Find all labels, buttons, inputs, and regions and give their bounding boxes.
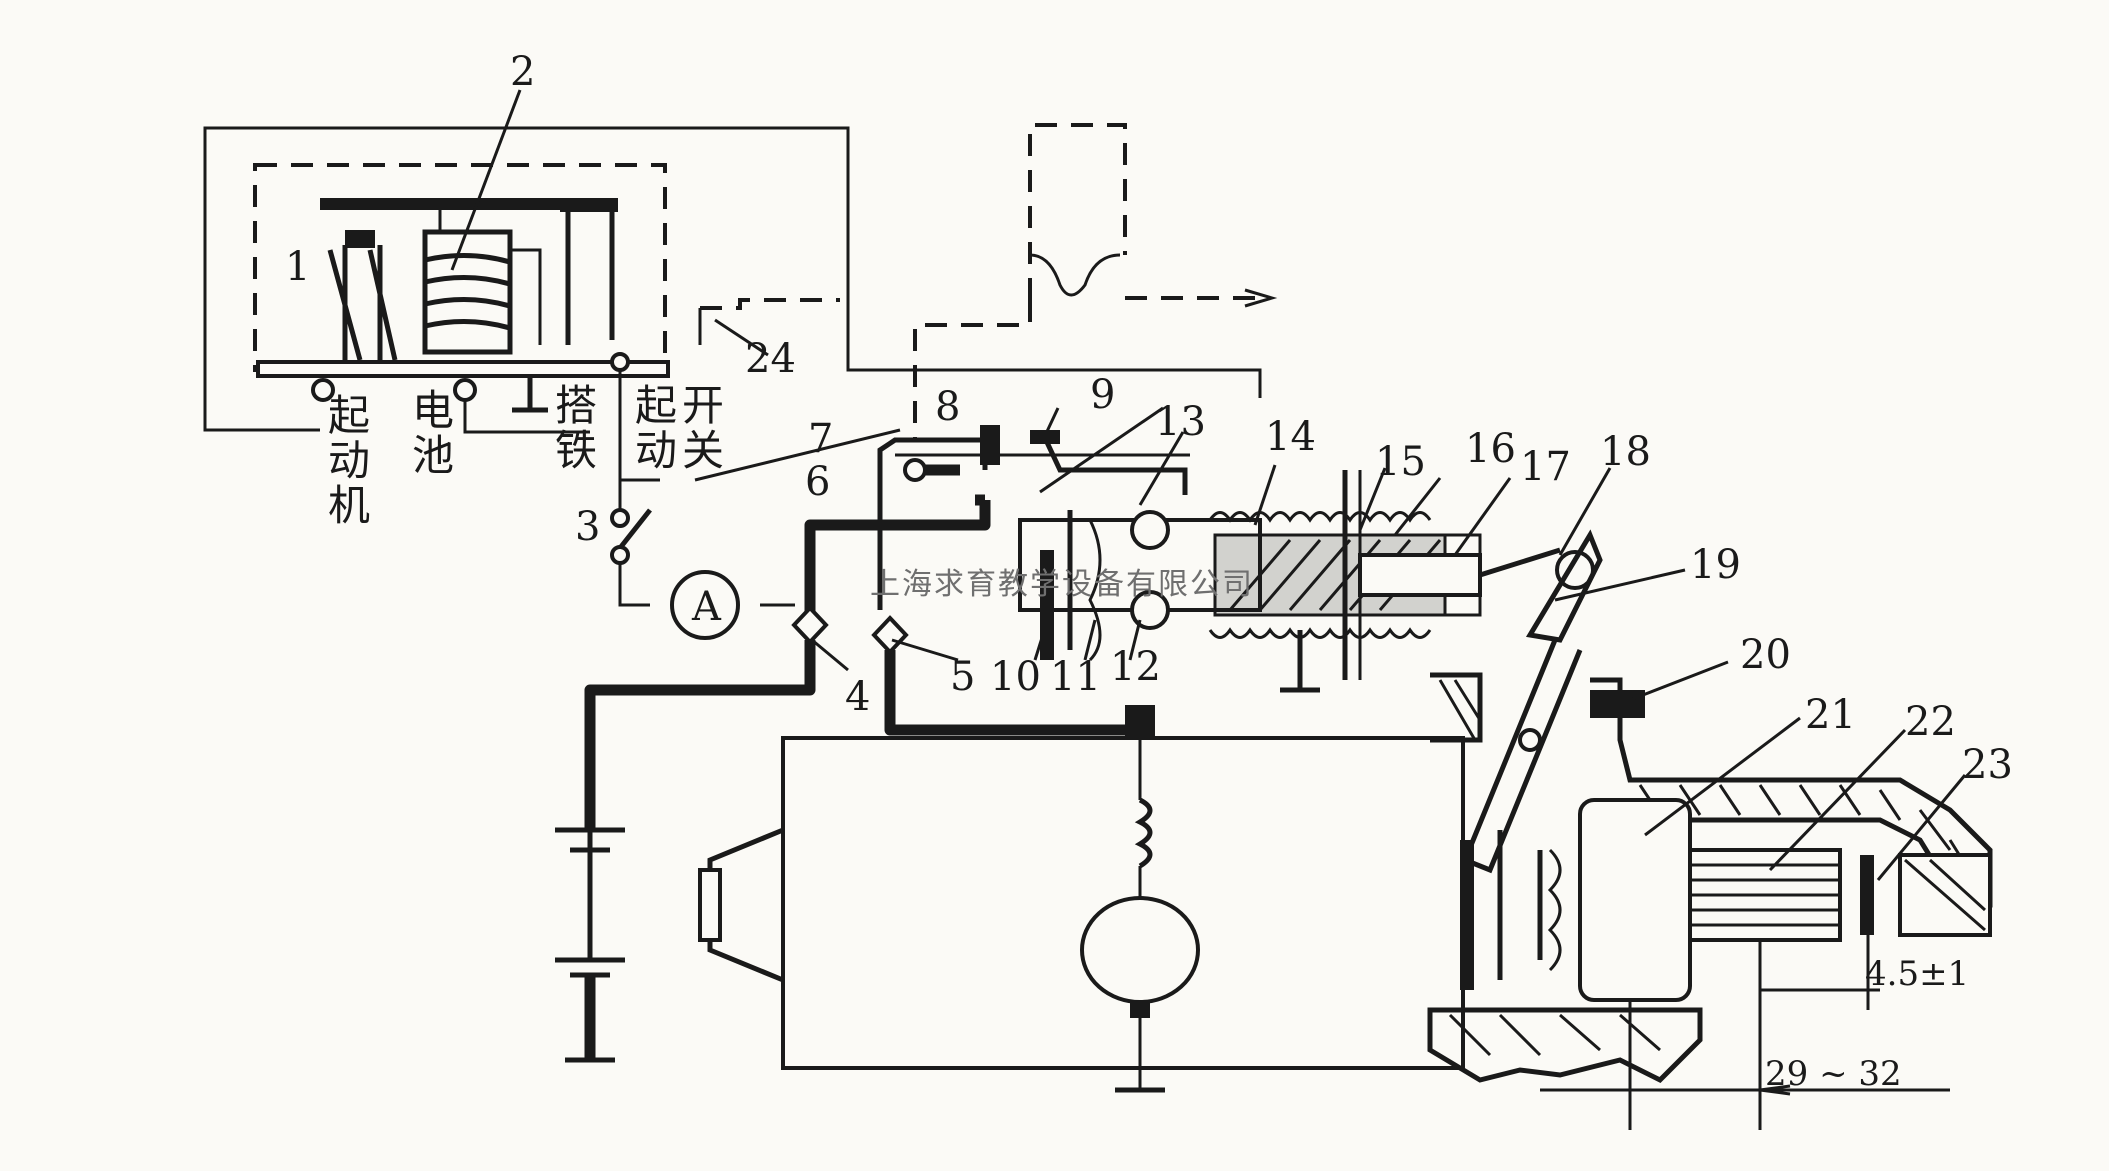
callout-19: 19 (1690, 542, 1741, 588)
callout-14: 14 (1265, 414, 1316, 460)
ammeter-label: A (691, 584, 722, 630)
callout-8: 8 (935, 384, 960, 430)
callout-15: 15 (1375, 439, 1426, 485)
label-battery-1: 电 (412, 386, 454, 435)
callout-3: 3 (575, 504, 600, 550)
starter-motor (698, 705, 1465, 1093)
label-switch-a1: 起 (635, 381, 677, 430)
label-ground-1: 搭 (555, 381, 597, 430)
callout-17: 17 (1520, 444, 1571, 490)
callout-12: 12 (1110, 644, 1161, 690)
callout-21: 21 (1805, 692, 1856, 738)
label-starter-3: 机 (328, 481, 370, 530)
label-battery-2: 池 (412, 431, 454, 480)
callout-10: 10 (990, 654, 1041, 700)
label-ground-2: 铁 (555, 426, 597, 475)
callout-23: 23 (1962, 742, 2013, 788)
control-linkage-dashed (698, 123, 1278, 440)
callout-numbers: 1 2 3 4 5 6 7 8 9 10 11 12 13 14 15 16 1… (285, 49, 2013, 788)
label-starter-1: 起 (328, 391, 370, 440)
callout-11: 11 (1050, 654, 1101, 700)
label-switch-b2: 关 (682, 426, 724, 475)
callout-2: 2 (510, 49, 535, 95)
terminal-labels: 起 动 机 电 池 搭 铁 起 动 开 关 (328, 381, 724, 530)
callout-9: 9 (1090, 372, 1115, 418)
dimension-travel: 29 ~ 32 (1765, 1054, 1902, 1094)
callout-6: 6 (805, 459, 830, 505)
ammeter (670, 570, 740, 640)
callout-1: 1 (285, 244, 310, 290)
callout-5: 5 (950, 654, 975, 700)
callout-18: 18 (1600, 429, 1651, 475)
label-switch-b1: 开 (682, 381, 724, 430)
battery (555, 827, 625, 1063)
callout-leaders (450, 89, 1967, 881)
label-switch-a2: 动 (635, 426, 677, 475)
dimension-lines (1540, 935, 1950, 1130)
callout-4: 4 (845, 674, 870, 720)
callout-20: 20 (1740, 632, 1791, 678)
magnetic-switch (877, 425, 1482, 693)
callout-24: 24 (745, 336, 796, 382)
callout-22: 22 (1905, 699, 1956, 745)
watermark: 上海求育教学设备有限公司 (870, 567, 1254, 602)
callout-13: 13 (1155, 399, 1206, 445)
shift-fork (1461, 529, 1603, 874)
label-starter-2: 动 (328, 436, 370, 485)
callout-7: 7 (808, 416, 833, 462)
callout-16: 16 (1465, 426, 1516, 472)
dimension-gap: 4.5±1 (1865, 954, 1969, 994)
start-switch (610, 480, 795, 607)
